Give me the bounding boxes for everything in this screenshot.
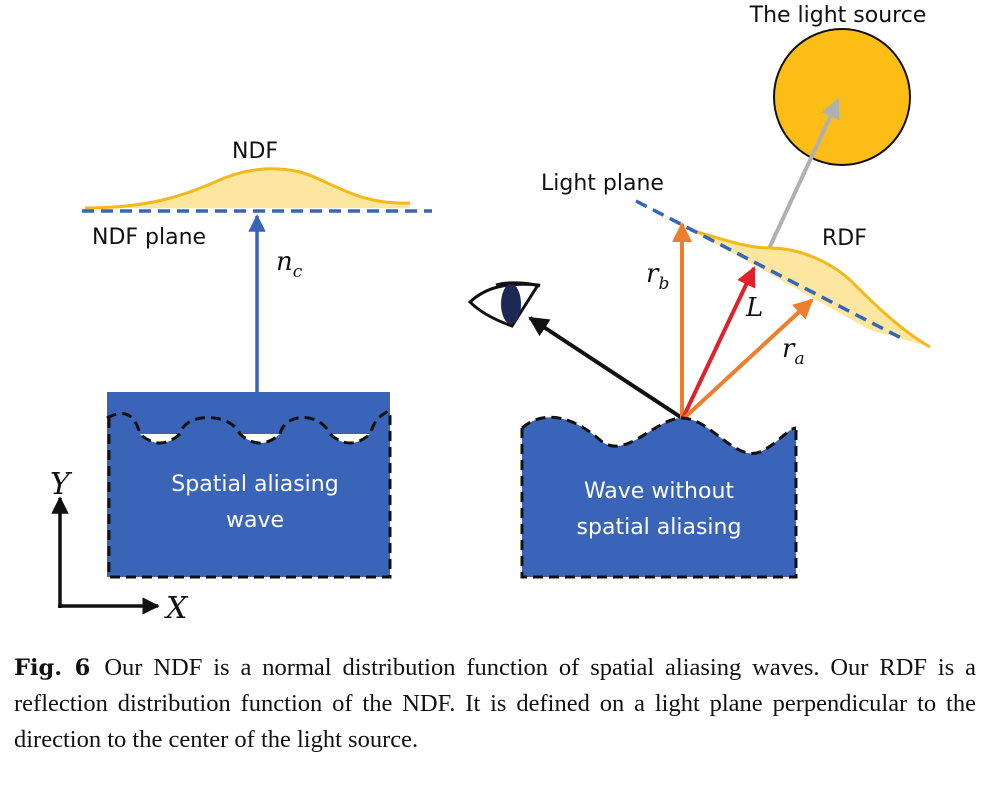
caption-text: Our NDF is a normal distribution functio… <box>14 654 976 753</box>
xy-axes <box>51 496 160 615</box>
light-direction-arrow <box>758 98 840 269</box>
figure-diagram: NDF NDF plane nc Spatial aliasing wave Y… <box>50 3 931 626</box>
axis-y-label: Y <box>50 467 73 502</box>
ra-label: ra <box>782 334 805 369</box>
ndf-curve <box>84 167 411 210</box>
nc-label: nc <box>276 247 303 282</box>
light-plane-label: Light plane <box>541 171 664 196</box>
ndf-plane-label: NDF plane <box>92 225 206 250</box>
L-arrow <box>680 266 756 421</box>
eye-icon <box>467 281 541 328</box>
rb-label: rb <box>646 259 669 294</box>
ra-arrow <box>680 298 814 422</box>
view-direction-arrow <box>528 316 684 420</box>
rdf-label: RDF <box>822 226 867 251</box>
left-wave-label-line2: wave <box>226 508 284 533</box>
axis-x-label: X <box>164 591 189 626</box>
spatial-aliasing-wave-block <box>106 392 393 579</box>
smooth-wave-block <box>520 415 798 579</box>
left-wave-label-line1: Spatial aliasing <box>171 472 338 497</box>
right-wave-label-line2: spatial aliasing <box>577 515 742 540</box>
rdf-curve <box>689 228 931 349</box>
caption-label: Fig. 6 <box>14 655 91 681</box>
light-source-sun <box>773 28 911 166</box>
ndf-label: NDF <box>232 139 278 164</box>
L-label: L <box>745 293 763 323</box>
light-plane-line <box>635 199 906 342</box>
light-source-label: The light source <box>749 3 927 28</box>
right-wave-label-line1: Wave without <box>584 479 734 504</box>
